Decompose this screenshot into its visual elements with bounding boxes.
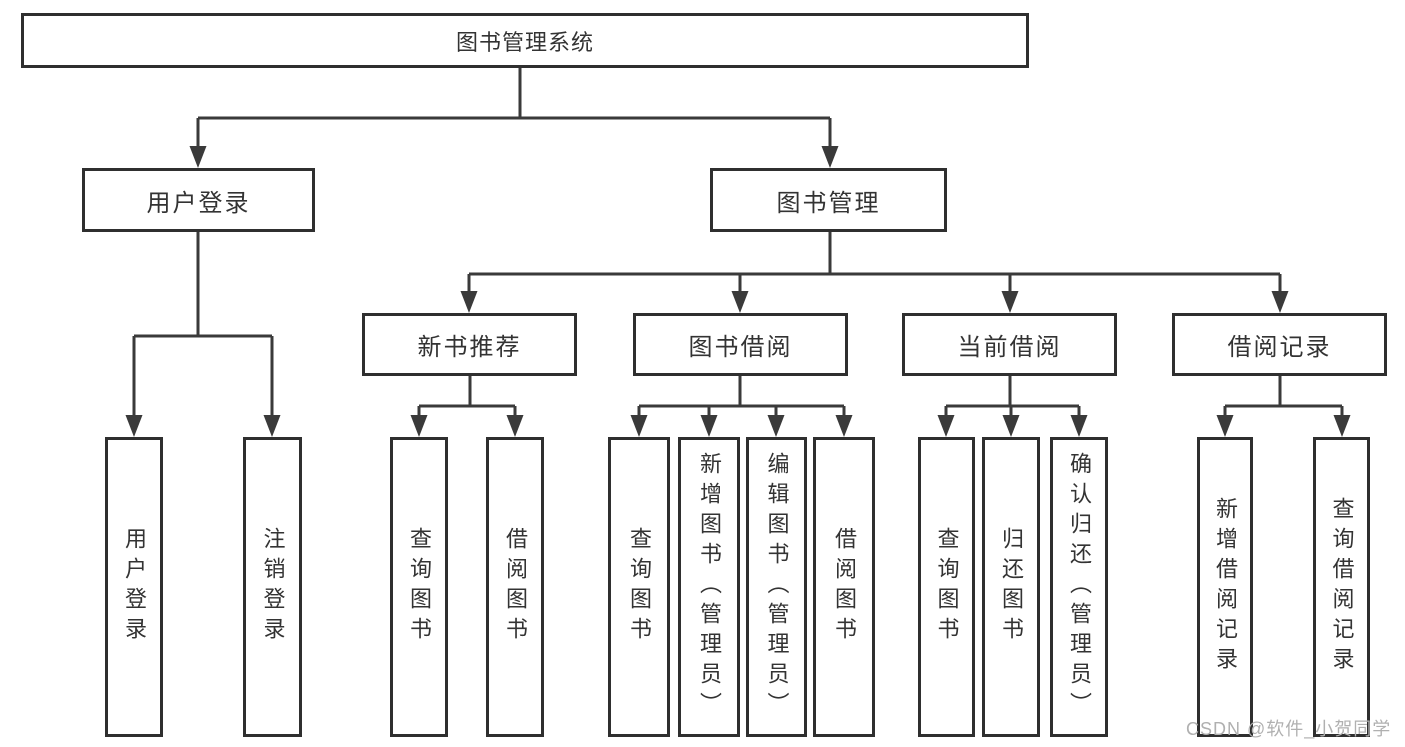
node-library-management-system: 图书管理系统	[21, 13, 1029, 68]
node-leaf-current-query: 查询图书	[918, 437, 975, 737]
node-book-borrow: 图书借阅	[633, 313, 848, 376]
node-book-borrow-label: 图书借阅	[688, 334, 793, 361]
node-new-book-recommend: 新书推荐	[362, 313, 577, 376]
node-leaf-newbooks-query: 查询图书	[390, 437, 448, 737]
node-leaf-current-confirm: 确认归还（管理员）	[1050, 437, 1108, 737]
arrowheads	[125, 146, 1351, 437]
node-leaf-newbooks-query-label: 查询图书	[407, 527, 432, 647]
node-leaf-borrow-add-label: 新增图书（管理员）	[697, 452, 722, 722]
node-leaf-current-return: 归还图书	[982, 437, 1040, 737]
node-user-login-branch-label: 用户登录	[146, 189, 251, 217]
node-leaf-borrow-add: 新增图书（管理员）	[678, 437, 740, 737]
node-leaf-current-confirm-label: 确认归还（管理员）	[1067, 452, 1092, 722]
node-current-borrow: 当前借阅	[902, 313, 1117, 376]
node-leaf-records-query-label: 查询借阅记录	[1329, 497, 1355, 677]
node-leaf-records-add-label: 新增借阅记录	[1213, 497, 1238, 677]
node-book-management-branch-label: 图书管理	[776, 189, 881, 217]
node-leaf-logout: 注销登录	[243, 437, 302, 737]
node-borrow-records: 借阅记录	[1172, 313, 1387, 376]
node-current-borrow-label: 当前借阅	[957, 334, 1062, 361]
node-leaf-logout-label: 注销登录	[260, 527, 286, 647]
node-leaf-records-query: 查询借阅记录	[1313, 437, 1370, 737]
node-new-book-recommend-label: 新书推荐	[417, 334, 522, 361]
node-leaf-current-query-label: 查询图书	[934, 527, 960, 647]
connector-lines	[132, 67, 1344, 417]
node-user-login-branch: 用户登录	[82, 168, 315, 232]
node-leaf-borrow-edit-label: 编辑图书（管理员）	[764, 452, 790, 722]
node-leaf-user-login-label: 用户登录	[122, 527, 147, 647]
node-leaf-user-login: 用户登录	[105, 437, 163, 737]
node-leaf-borrow-query-label: 查询图书	[627, 527, 652, 647]
node-leaf-borrow-edit: 编辑图书（管理员）	[746, 437, 807, 737]
node-leaf-records-add: 新增借阅记录	[1197, 437, 1253, 737]
node-leaf-borrow-borrow: 借阅图书	[813, 437, 875, 737]
node-leaf-newbooks-borrow: 借阅图书	[486, 437, 544, 737]
node-library-management-system-label: 图书管理系统	[455, 29, 594, 55]
node-book-management-branch: 图书管理	[710, 168, 947, 232]
node-leaf-current-return-label: 归还图书	[999, 527, 1024, 647]
csdn-watermark: CSDN @软件_小贺同学	[1186, 719, 1392, 739]
node-borrow-records-label: 借阅记录	[1227, 334, 1332, 361]
node-leaf-newbooks-borrow-label: 借阅图书	[503, 527, 528, 647]
node-leaf-borrow-query: 查询图书	[608, 437, 670, 737]
node-leaf-borrow-borrow-label: 借阅图书	[832, 527, 857, 647]
